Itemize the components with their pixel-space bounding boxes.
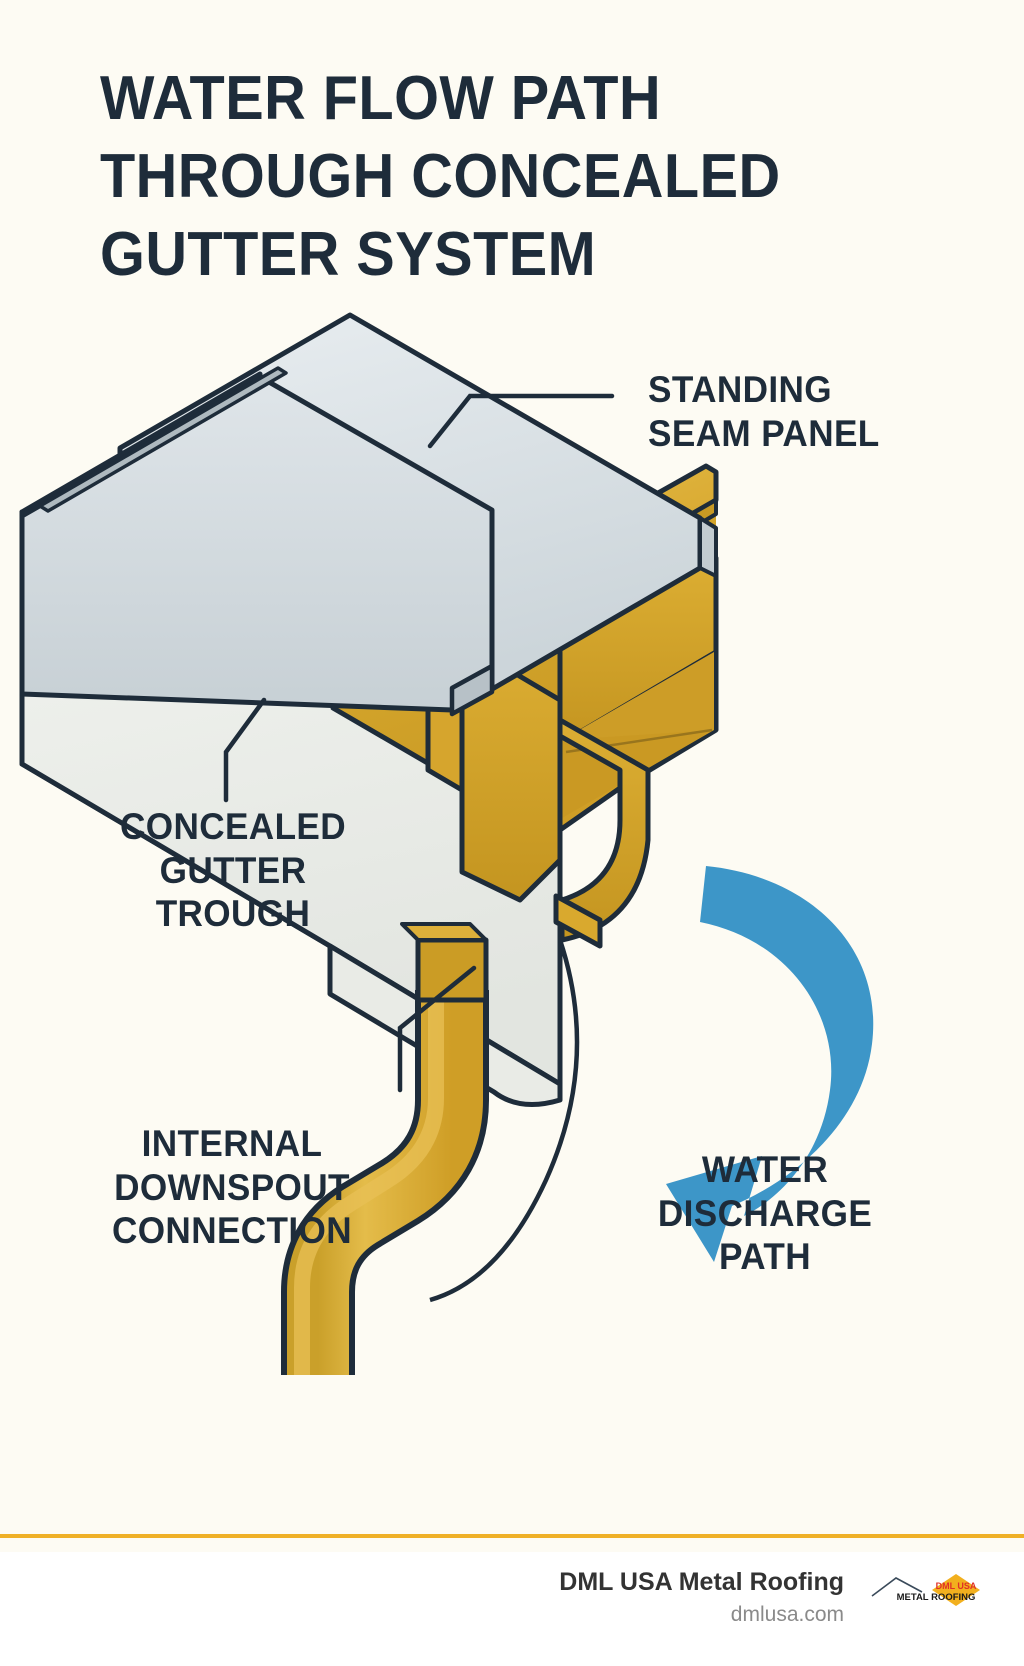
gutter-bottom-hem [553, 893, 603, 949]
leader-standing-seam [427, 393, 615, 449]
logo-top-text: DML USA [936, 1581, 977, 1591]
logo-roof-line [871, 1577, 923, 1597]
label-concealed-gutter-line-1: CONCEALED [119, 806, 347, 847]
leader-internal-downspout [397, 965, 477, 1093]
label-internal-downspout-line-2: DOWNSPOUT [114, 1166, 350, 1208]
seam-rib-crease [38, 366, 288, 513]
label-standing-seam-line-2: SEAM PANEL [648, 412, 880, 454]
footer: DML USA Metal Roofing dmlusa.com DML USA… [0, 1552, 1024, 1666]
title-line-3: GUTTER SYSTEM [100, 220, 597, 289]
dml-usa-logo: DML USA METAL ROOFING [870, 1570, 982, 1618]
label-water-discharge-line-2: DISCHARGE [657, 1192, 873, 1234]
label-internal-downspout-connection: INTERNAL DOWNSPOUT CONNECTION [90, 1122, 375, 1253]
leader-lines [223, 393, 615, 1093]
diagram-geometry [19, 312, 874, 1375]
footer-divider-rule [0, 1534, 1024, 1538]
label-concealed-gutter-trough: CONCEALED GUTTER TROUGH [86, 805, 381, 936]
label-water-discharge-path: WATER DISCHARGE PATH [627, 1148, 903, 1279]
downspout-socket [415, 937, 489, 1003]
label-water-discharge-line-1: WATER [701, 1149, 829, 1190]
leader-concealed-gutter [223, 697, 267, 803]
water-discharge-arrow [666, 866, 874, 1262]
downspout-socket-top [400, 922, 488, 942]
label-internal-downspout-line-1: INTERNAL [141, 1123, 323, 1164]
logo-diamond [932, 1574, 980, 1606]
page-title: WATER FLOW PATH THROUGH CONCEALED GUTTER… [100, 60, 940, 294]
logo-bottom-text: METAL ROOFING [897, 1592, 976, 1603]
label-standing-seam-line-1: STANDING [648, 369, 833, 410]
footer-text-block: DML USA Metal Roofing dmlusa.com [559, 1568, 844, 1627]
title-line-2: THROUGH CONCEALED [100, 142, 781, 211]
footer-website-url[interactable]: dmlusa.com [730, 1603, 844, 1626]
internal-downspout [281, 922, 489, 1375]
panel-deck-end-thickness [698, 516, 718, 578]
downspout-highlight [294, 990, 444, 1375]
discharge-ghost-line [429, 939, 580, 1303]
standing-seam-panel [19, 312, 718, 717]
seam-rib-end-cap [449, 663, 495, 717]
gutter-front-wall [459, 639, 563, 903]
title-line-1: WATER FLOW PATH [100, 64, 662, 133]
footer-brand-name: DML USA Metal Roofing [559, 1568, 844, 1596]
label-internal-downspout-line-3: CONNECTION [111, 1210, 353, 1252]
gutter-system-diagram [0, 300, 1024, 1380]
label-concealed-gutter-line-3: TROUGH [155, 893, 311, 935]
label-standing-seam-panel: STANDING SEAM PANEL [648, 368, 880, 455]
label-concealed-gutter-line-2: GUTTER [159, 849, 307, 891]
label-water-discharge-line-3: PATH [718, 1236, 811, 1278]
downspout-pipe [287, 990, 483, 1375]
